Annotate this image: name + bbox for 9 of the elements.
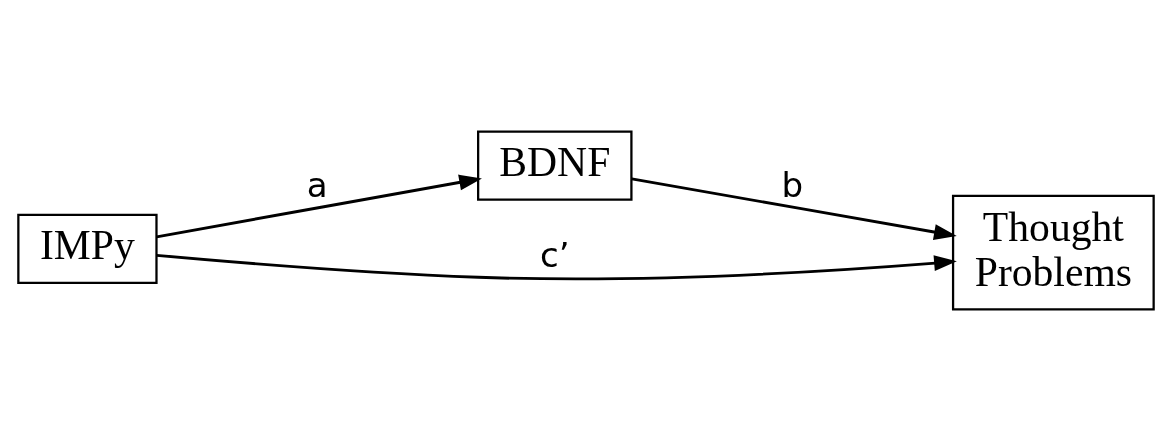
arrow — [156, 253, 957, 280]
arrow — [156, 174, 482, 238]
edge-label: a — [306, 164, 328, 205]
node-box: IMPy — [17, 213, 158, 284]
arrow — [631, 176, 957, 240]
edge-label: c’ — [540, 234, 570, 275]
edge-label: b — [781, 164, 804, 205]
node-box: BDNF — [477, 129, 633, 201]
node-box: Thought Problems — [951, 194, 1155, 311]
